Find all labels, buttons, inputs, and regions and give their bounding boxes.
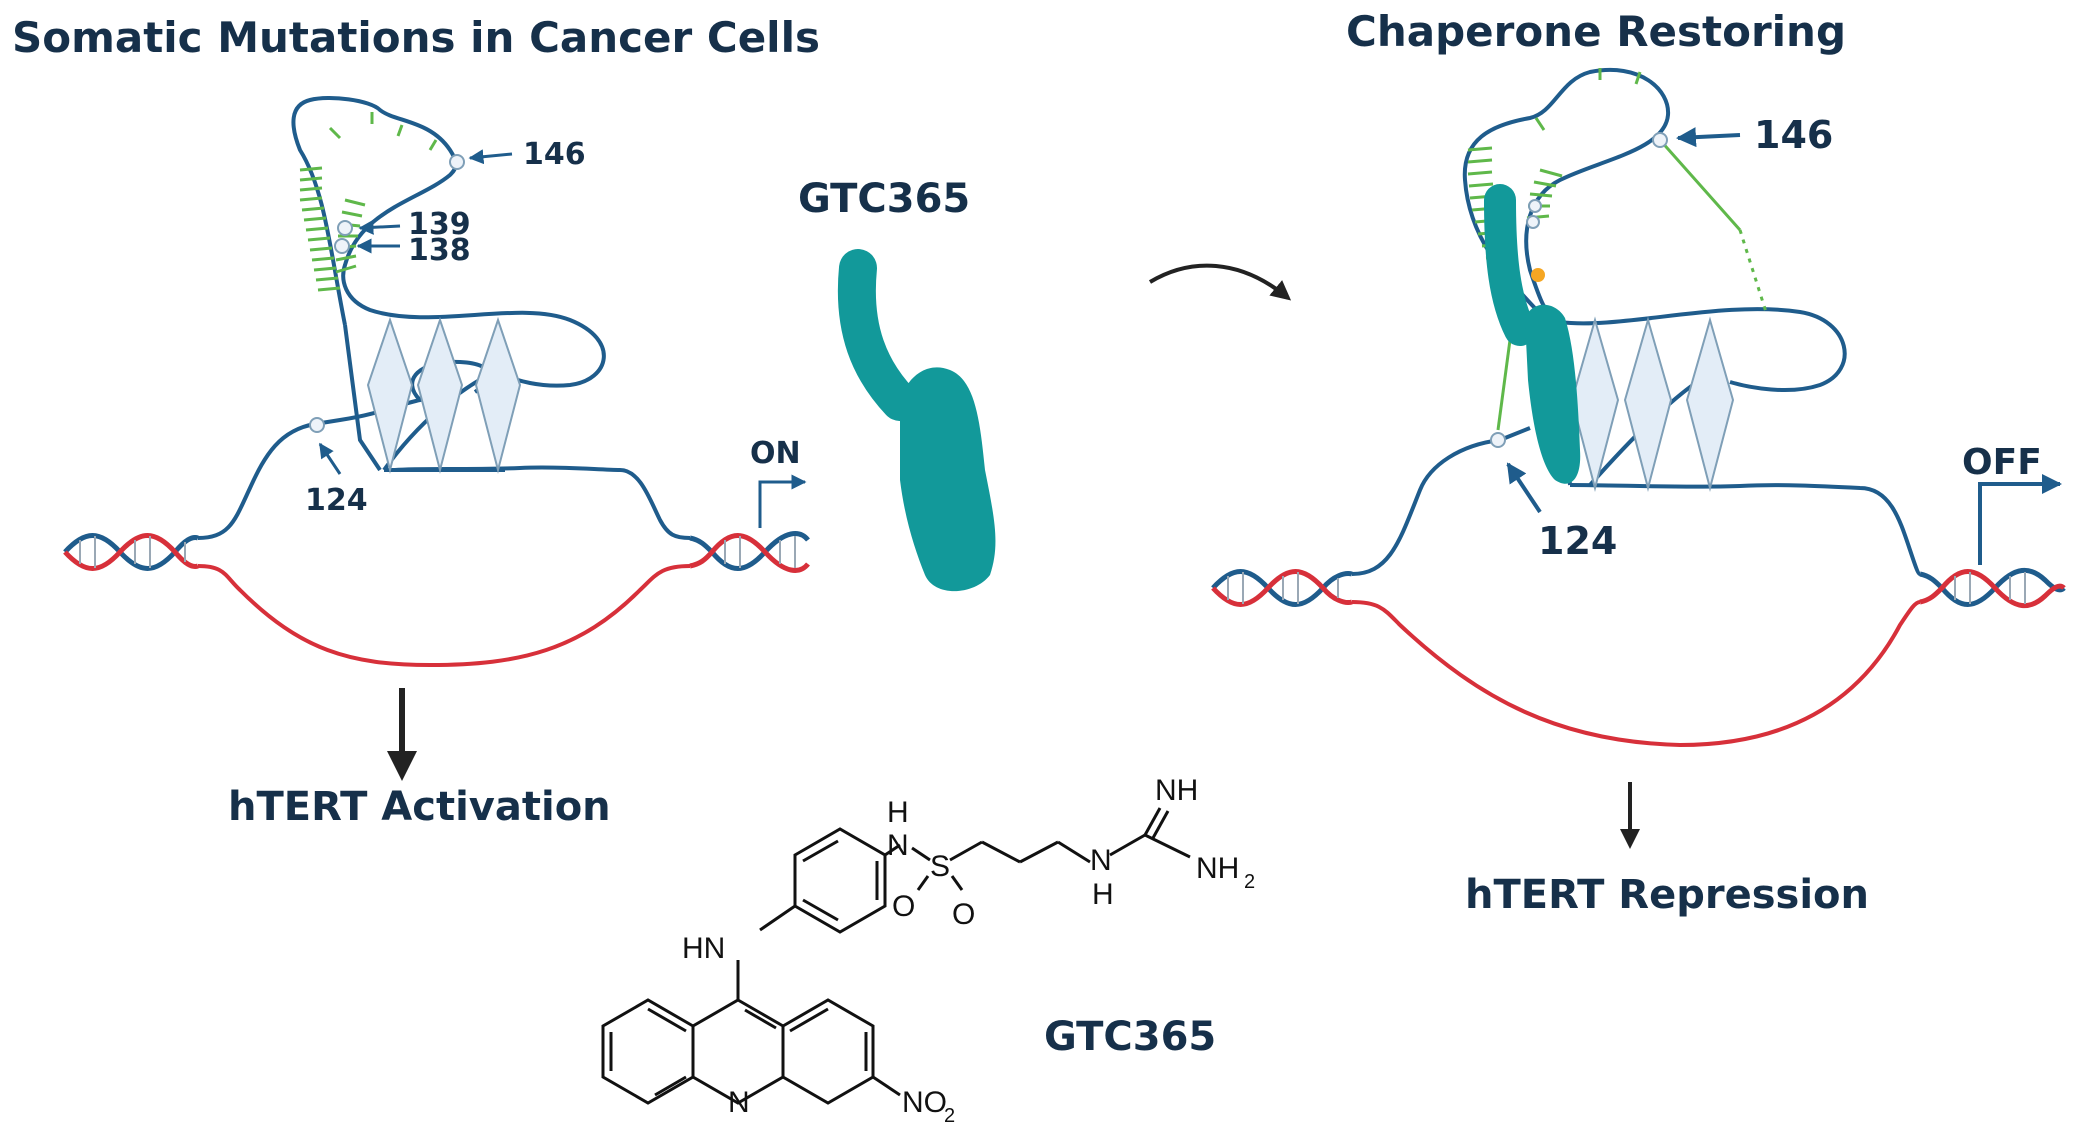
atom-n-guanidine: N <box>1090 844 1112 877</box>
left-site-138-label: 138 <box>408 233 471 268</box>
right-g-quartets <box>1570 316 1735 492</box>
left-dna-duplex-left <box>63 533 199 571</box>
left-mutation-ticks <box>299 112 438 292</box>
atom-nh2-subscript: 2 <box>1244 871 1255 893</box>
right-mutation-sites <box>1490 132 1668 448</box>
left-site-139-label: 139 <box>408 207 471 242</box>
atom-h-top: H <box>887 796 909 829</box>
right-restoring-links <box>1496 139 1768 431</box>
right-dna-duplex-left <box>1211 569 1353 607</box>
right-site-arrows <box>1506 127 1741 514</box>
right-transcription-off-arrow <box>1978 474 2062 565</box>
atom-n-sulfonamide: N <box>887 829 909 862</box>
atom-oxygen-right: O <box>952 898 975 931</box>
left-transcription-on-arrow <box>758 474 807 528</box>
gtc365-structure <box>601 807 1191 1105</box>
right-orange-site <box>1531 268 1545 282</box>
right-switch-label: OFF <box>1962 442 2042 483</box>
atom-nh-imine: NH <box>1155 774 1198 807</box>
right-outcome-label: hTERT Repression <box>1465 872 1869 918</box>
left-outcome-label: hTERT Activation <box>228 784 611 830</box>
left-g-quadruplex: 146 139 138 124 ON hTERT Activation <box>63 96 810 830</box>
left-g-quartets <box>366 316 522 474</box>
structure-caption: GTC365 <box>1044 1014 1216 1060</box>
gtc365-atom-labels: H N S O O NH NH 2 N H HN N NO 2 <box>682 774 1255 1127</box>
left-site-146-label: 146 <box>523 137 586 172</box>
right-hairpin-loop <box>1462 68 1847 392</box>
right-g-quadruplex: 146 124 OFF hTERT Repression <box>1211 68 2066 918</box>
left-switch-label: ON <box>750 436 801 471</box>
transition-arrow <box>1148 263 1292 301</box>
left-hairpin-loop <box>291 96 606 388</box>
left-mutation-sites <box>309 154 465 433</box>
right-g-rich-strand <box>1351 426 1921 576</box>
atom-n-ring: N <box>728 1086 750 1119</box>
left-site-124-label: 124 <box>305 483 368 518</box>
left-complementary-strand <box>197 564 691 668</box>
atom-sulfur: S <box>930 850 950 883</box>
right-bound-drug <box>1484 184 1581 484</box>
drug-label: GTC365 <box>798 176 970 222</box>
left-dna-duplex-right <box>689 531 810 573</box>
right-site-124-label: 124 <box>1538 519 1617 563</box>
right-site-146-label: 146 <box>1754 113 1833 157</box>
left-site-arrows <box>318 149 513 475</box>
atom-no2-subscript: 2 <box>944 1105 955 1127</box>
drug-shape <box>837 249 996 592</box>
atom-nh2: NH <box>1196 852 1239 885</box>
right-complementary-strand <box>1351 600 1921 748</box>
atom-no2: NO <box>902 1086 947 1119</box>
right-dna-duplex-right <box>1919 567 2066 609</box>
atom-oxygen-left: O <box>892 890 915 923</box>
right-panel-title: Chaperone Restoring <box>1346 7 1846 56</box>
left-panel-title: Somatic Mutations in Cancer Cells <box>12 13 820 62</box>
atom-hn-amine: HN <box>682 932 725 965</box>
atom-h-guanidine: H <box>1092 878 1114 911</box>
